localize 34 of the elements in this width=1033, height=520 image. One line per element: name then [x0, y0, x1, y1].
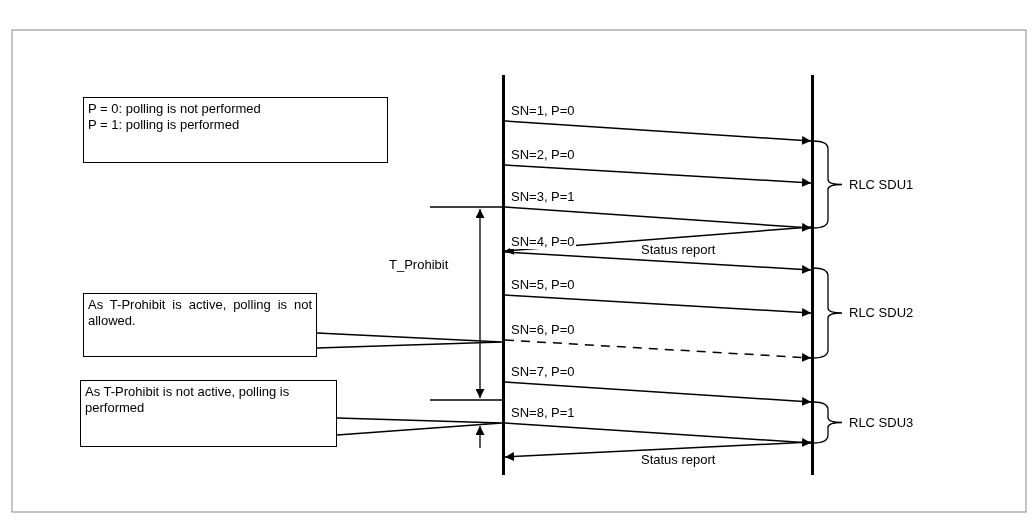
group-label: RLC SDU2 — [848, 306, 915, 320]
note-box — [83, 97, 388, 163]
edge-label: Status report — [640, 453, 717, 467]
edge-label: SN=3, P=1 — [510, 190, 576, 204]
edge-label: SN=1, P=0 — [510, 104, 576, 118]
edge-label: SN=5, P=0 — [510, 278, 576, 292]
callout-box — [83, 293, 317, 357]
note-text: P = 0: polling is not performed — [88, 101, 262, 117]
message-arrow — [504, 422, 812, 447]
message-arrow — [504, 441, 812, 462]
lifeline — [811, 75, 814, 475]
callout-tail — [316, 332, 503, 349]
callout-tail — [336, 417, 503, 436]
group-label: RLC SDU1 — [848, 178, 915, 192]
edge-label: SN=6, P=0 — [510, 323, 576, 337]
message-arrow — [504, 294, 812, 317]
message-arrow — [504, 164, 812, 187]
message-arrow — [504, 251, 812, 274]
message-arrow — [504, 120, 812, 145]
edge-label: Status report — [640, 243, 717, 257]
message-arrow — [504, 339, 812, 362]
group-label: RLC SDU3 — [848, 416, 915, 430]
edge-label: SN=2, P=0 — [510, 148, 576, 162]
message-arrow — [504, 206, 812, 232]
callout-box — [80, 380, 337, 447]
note-text: P = 1: polling is performed — [88, 117, 241, 133]
edge-label: SN=4, P=0 — [510, 235, 576, 249]
edge-label: SN=8, P=1 — [510, 406, 576, 420]
edge-label: SN=7, P=0 — [510, 365, 576, 379]
lifeline — [502, 75, 505, 475]
callout-text: As T-Prohibit is active, polling is not allowed. — [88, 297, 312, 329]
message-arrow — [504, 381, 812, 406]
dimension-label: T_Prohibit — [388, 258, 450, 272]
callout-text: As T-Prohibit is not active, polling is performed — [85, 384, 291, 416]
